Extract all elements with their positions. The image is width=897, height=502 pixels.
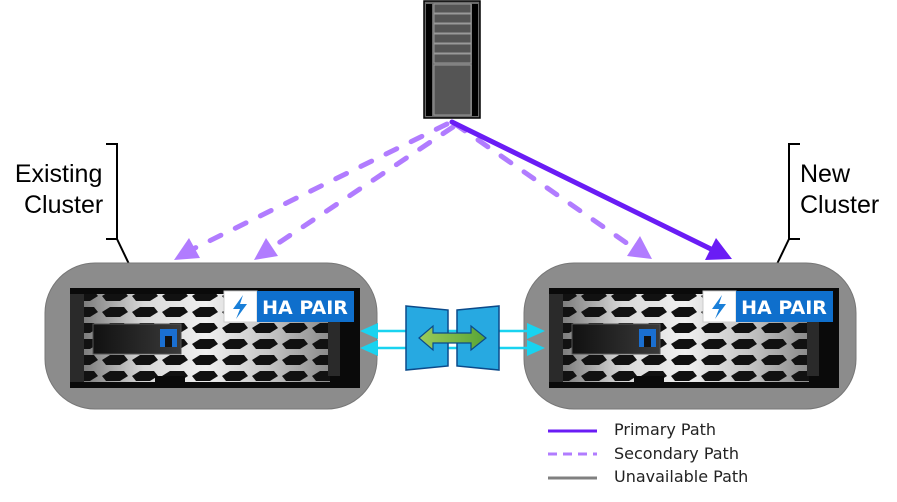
- secondary-arrowheads: [174, 236, 652, 260]
- ha-pair-badge-existing: HA PAIR: [223, 290, 354, 323]
- cluster-interconnect-icon[interactable]: [405, 305, 500, 371]
- secondary-path-existing-1: [192, 121, 450, 251]
- ha-pair-badge-new: HA PAIR: [702, 290, 833, 323]
- existing-cluster-node[interactable]: [44, 262, 378, 410]
- ha-pair-label: HA PAIR: [262, 297, 348, 319]
- legend-item-primary: Primary Path: [614, 418, 748, 442]
- secondary-path-existing-2: [271, 124, 456, 249]
- legend-item-secondary: Secondary Path: [614, 442, 748, 466]
- legend-secondary-label: Secondary Path: [614, 443, 739, 463]
- secondary-path-new-1: [452, 121, 631, 247]
- lightning-icon: [233, 295, 247, 319]
- legend-item-unavailable: Unavailable Path: [614, 465, 748, 489]
- legend: Primary Path Secondary Path Unavailable …: [614, 418, 748, 489]
- cluster-interconnect-links: [360, 323, 545, 356]
- server-tower-icon[interactable]: [423, 0, 481, 119]
- new-cluster-label: New Cluster: [800, 159, 879, 221]
- legend-primary-label: Primary Path: [614, 420, 717, 440]
- primary-path: [449, 119, 732, 260]
- legend-unavailable-label: Unavailable Path: [614, 467, 749, 487]
- ha-pair-label: HA PAIR: [741, 297, 827, 319]
- secondary-path-lines: [192, 121, 631, 251]
- new-cluster-bracket: [776, 143, 800, 265]
- existing-cluster-bracket: [106, 143, 130, 265]
- existing-cluster-label-line2: Cluster: [24, 191, 104, 219]
- existing-cluster-label-line1: Existing: [14, 160, 103, 188]
- new-cluster-label-line2: Cluster: [800, 191, 880, 219]
- lightning-icon: [712, 295, 726, 319]
- new-cluster-label-line1: New: [800, 160, 851, 188]
- new-cluster-node[interactable]: [523, 262, 857, 410]
- legend-swatches: [548, 429, 597, 480]
- existing-cluster-label: Existing Cluster: [14, 159, 103, 221]
